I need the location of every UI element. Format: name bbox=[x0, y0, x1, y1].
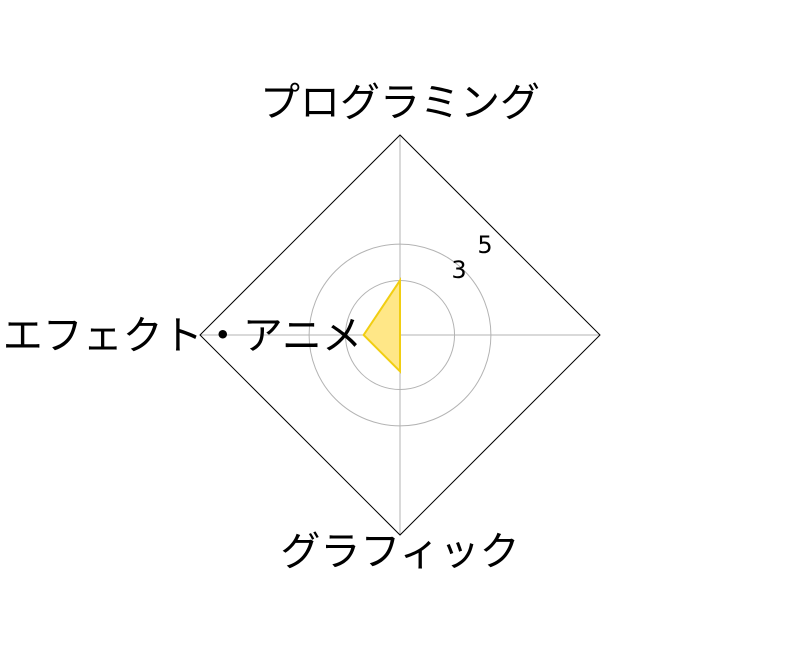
series-layer bbox=[362, 277, 401, 374]
radar-frame bbox=[199, 134, 601, 536]
ring-tick-label-3: 3 bbox=[451, 256, 466, 284]
axis-label-graphic: グラフィック bbox=[280, 529, 519, 575]
grid-layer bbox=[200, 135, 600, 535]
ring-tick-label-5: 5 bbox=[477, 231, 492, 259]
label-layer: プログラミング エフェクト・アニメ グラフィック 3 5 bbox=[3, 80, 540, 575]
frame-layer bbox=[199, 134, 601, 536]
axis-label-programming: プログラミング bbox=[260, 80, 540, 126]
series-0-area bbox=[362, 277, 401, 374]
axis-label-effect-anime: エフェクト・アニメ bbox=[3, 313, 362, 359]
